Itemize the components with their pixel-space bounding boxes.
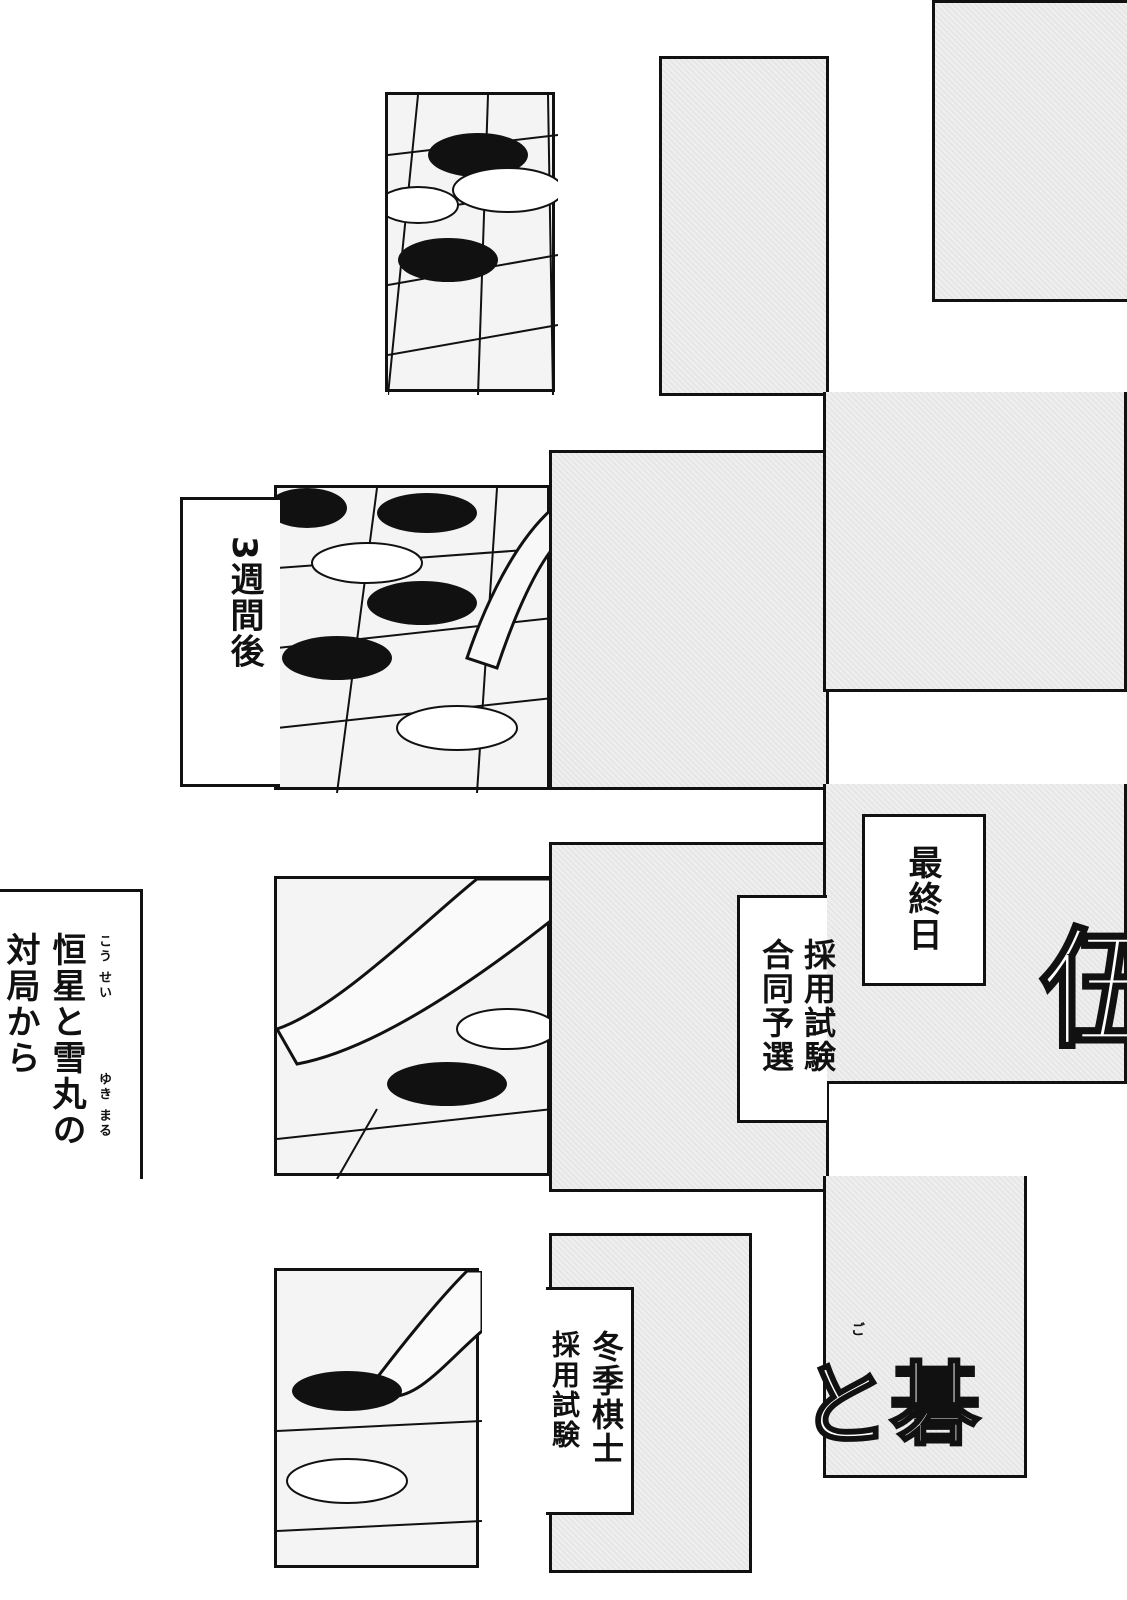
go-board-art (277, 1271, 482, 1532)
caption-text: 最終日 (902, 845, 942, 953)
room-panel-title (823, 1176, 1027, 1478)
go-board-panel-2 (274, 485, 553, 793)
go-board-art (277, 488, 553, 793)
go-board-panel-3 (274, 876, 553, 1179)
go-board-art (277, 879, 553, 1179)
go-board-panel-1 (385, 92, 558, 395)
ruby-kousei: こう せい (96, 934, 111, 1001)
title-logo-part2: と碁 (799, 1352, 982, 1458)
title-logo-part1: 伍 (1038, 913, 1127, 1066)
room-panel-desks (823, 392, 1127, 692)
room-panel-1 (659, 56, 829, 396)
caption-joint-prelim: 採用試験 合同予選 (737, 895, 837, 1123)
caption-line-1: 採用試験 (799, 938, 837, 1074)
go-board-panel-4 (274, 1268, 482, 1568)
caption-line-1: 冬季棋士 (587, 1330, 625, 1466)
ruby-yukimaru: ゆき まる (96, 1072, 111, 1139)
caption-final-day: 最終日 (862, 814, 986, 986)
caption-line-2: 合同予選 (757, 938, 795, 1074)
title-ruby: ご (849, 1322, 865, 1338)
caption-line-1: 恒星と雪丸の (46, 932, 86, 1148)
caption-winter-exam: 冬季棋士 採用試験 (546, 1287, 634, 1515)
caption-line-2: 対局から (0, 932, 40, 1076)
room-panel-players (549, 450, 829, 790)
caption-three-weeks-later: 3週間後 (180, 497, 280, 787)
caption-text: 3週間後 (224, 536, 264, 670)
caption-line-2: 採用試験 (548, 1330, 581, 1450)
caption-from-match: こう せい ゆき まる 恒星と雪丸の 対局から (0, 889, 143, 1179)
room-panel-2 (932, 0, 1127, 302)
go-board-art (388, 95, 558, 395)
